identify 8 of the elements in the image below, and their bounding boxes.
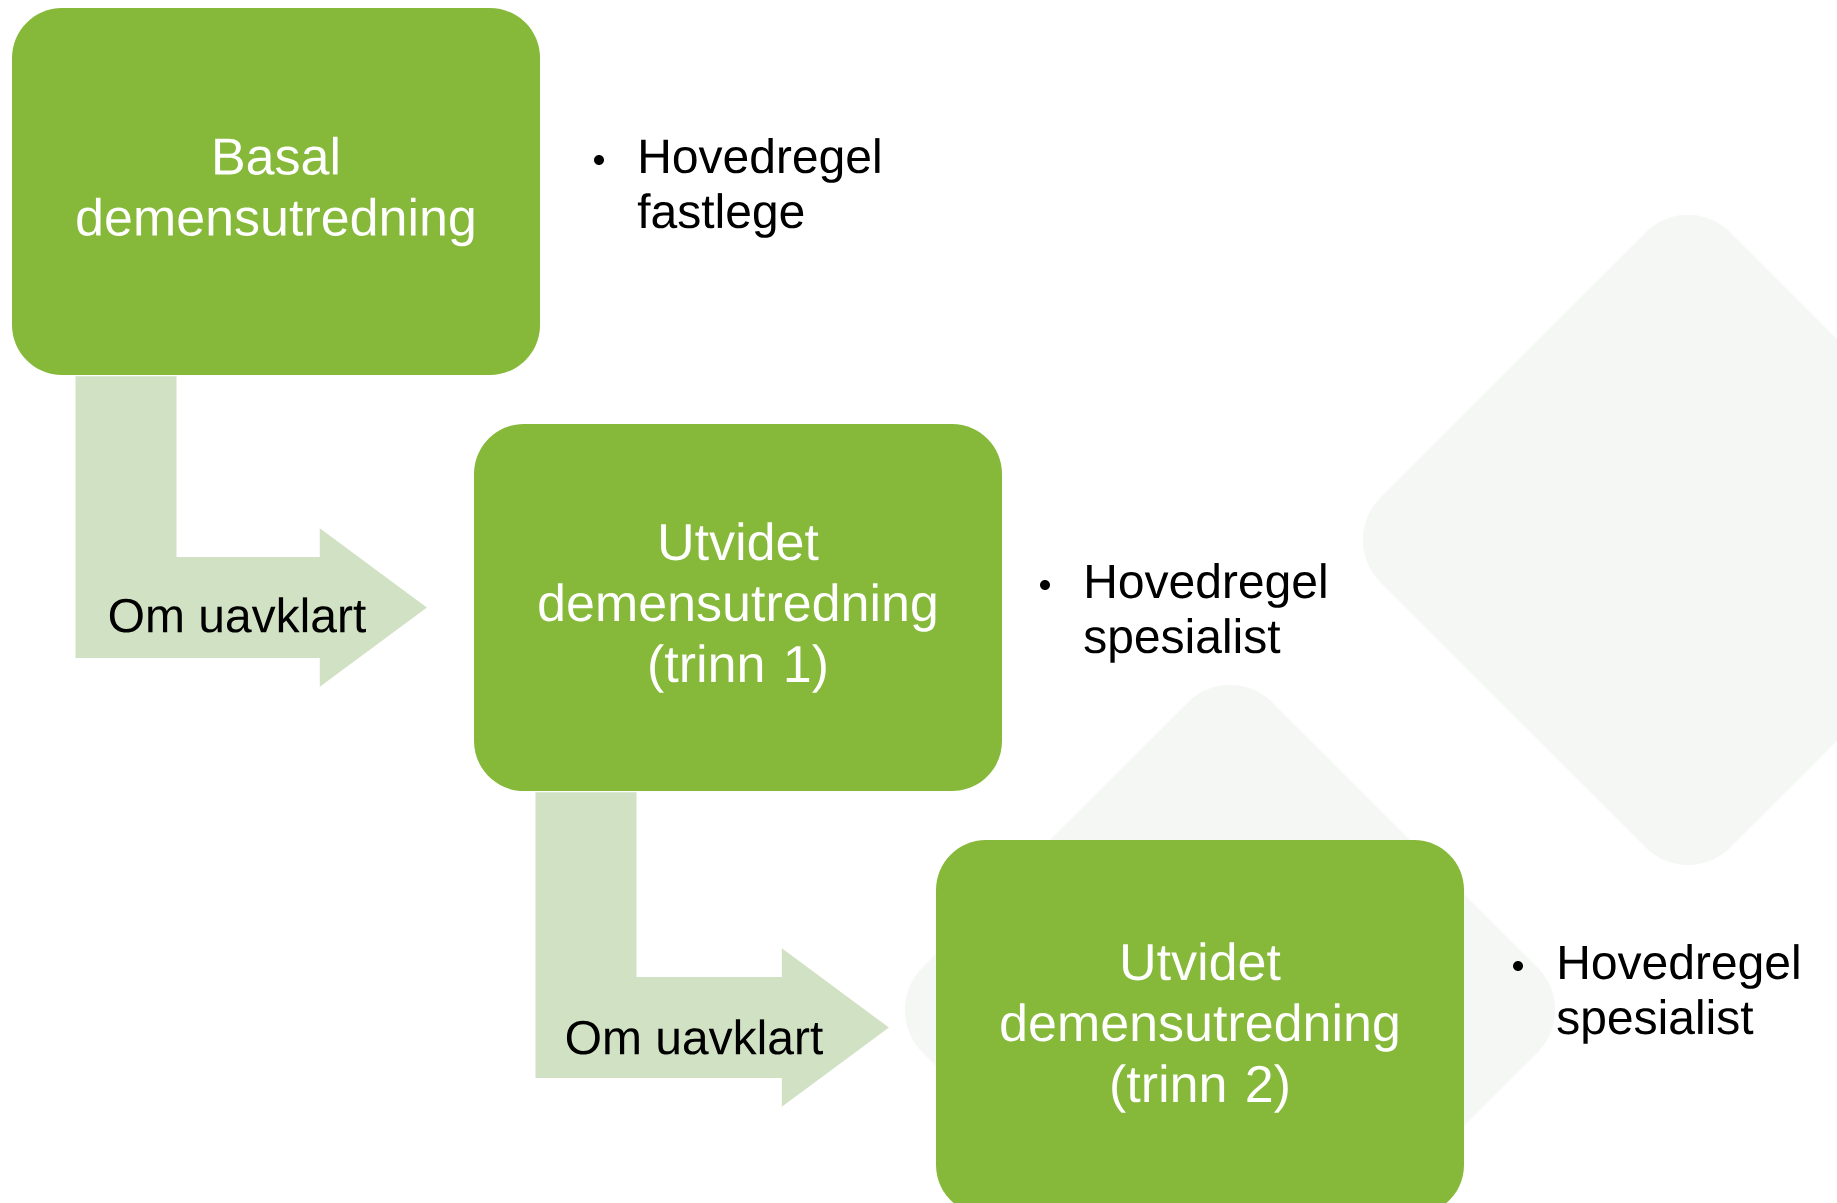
process-box: Utvidet demensutredning (trinn 2) xyxy=(936,840,1464,1203)
bullet-text: Hovedregel spesialist xyxy=(1040,563,1326,663)
bullet-text: Hovedregel spesialist xyxy=(1513,944,1799,1044)
edge-label: Om uavklart xyxy=(109,597,366,633)
process-box: Utvidet demensutredning (trinn 1) xyxy=(474,424,1002,791)
bullet-text: Hovedregel fastlege xyxy=(594,138,880,238)
process-box: Basal demensutredning xyxy=(12,8,540,375)
edge-label: Om uavklart xyxy=(566,1019,823,1055)
